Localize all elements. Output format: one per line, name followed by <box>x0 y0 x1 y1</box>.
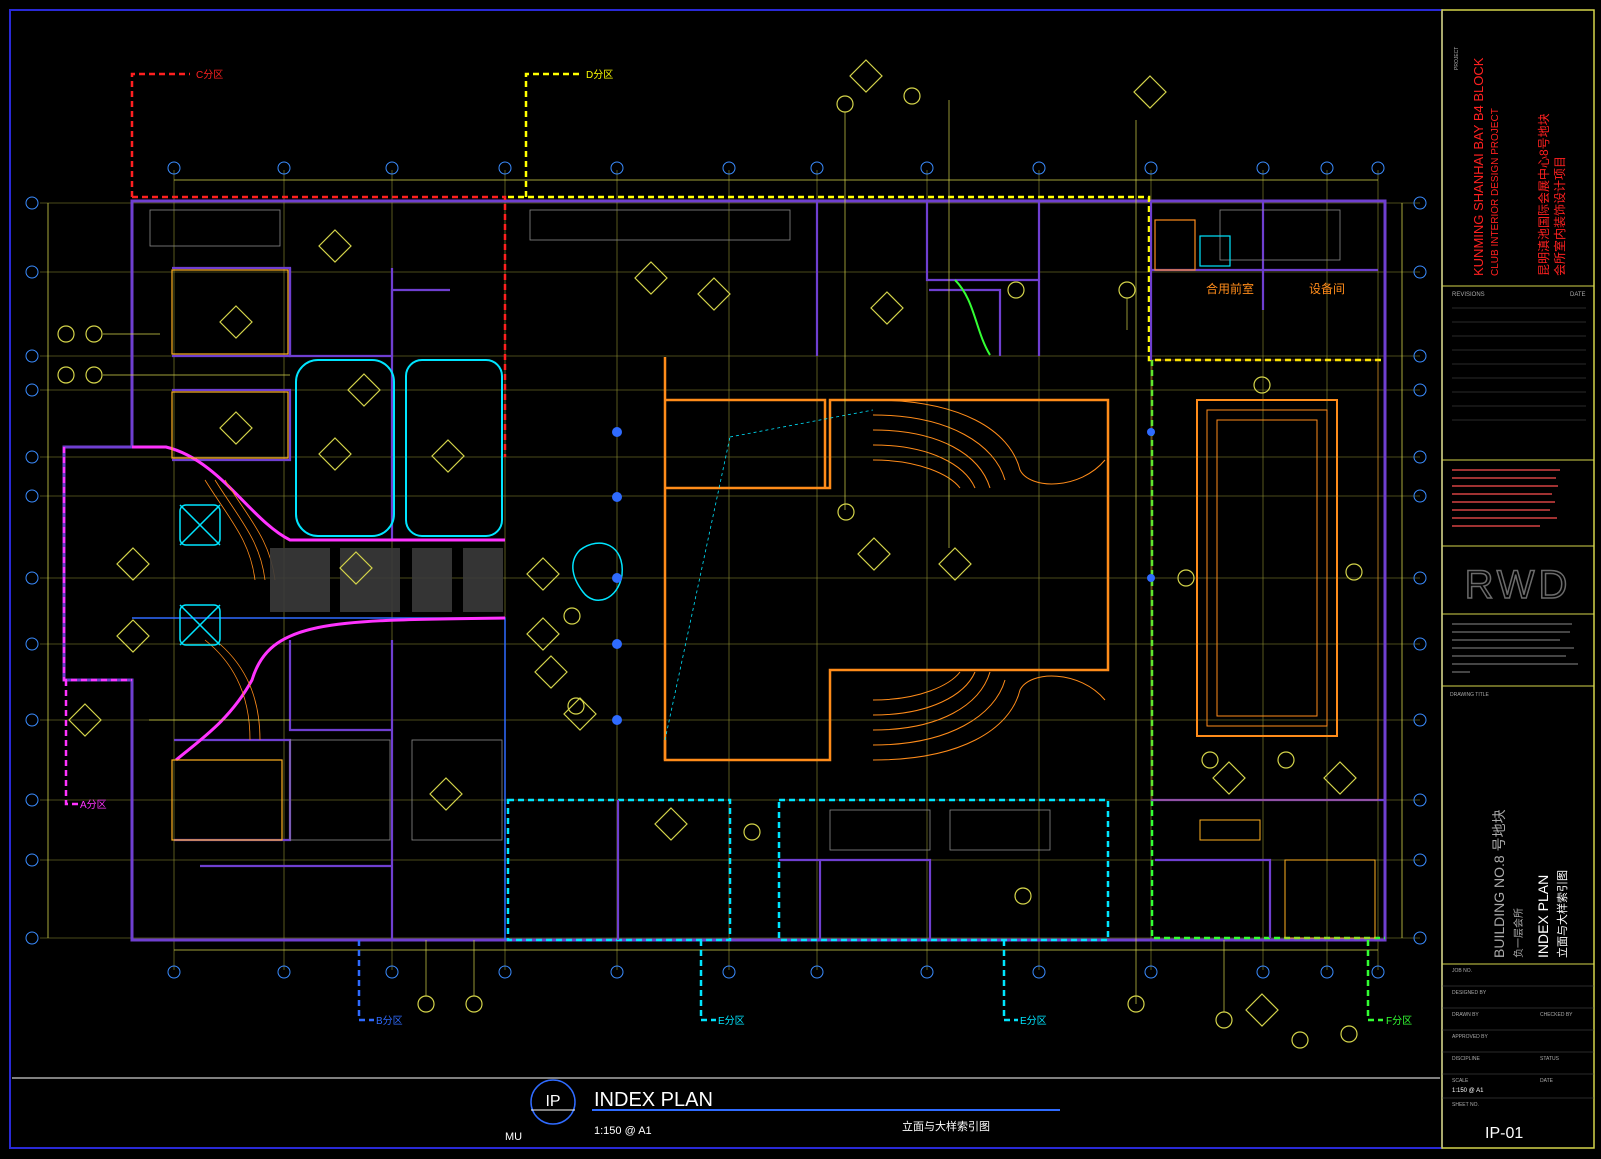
tb-drawing-title: DRAWING TITLE <box>1450 692 1490 698</box>
curved-feature-wall <box>954 279 991 356</box>
zone-d-boundary <box>508 195 1385 362</box>
title-symbol-sub: MU <box>505 1131 522 1143</box>
right-wing-boundary <box>1151 359 1379 801</box>
zone-c-boundary <box>132 195 507 457</box>
pool <box>1196 399 1338 737</box>
stair-core <box>1154 219 1196 271</box>
zone-e-boundary-right <box>777 798 1110 942</box>
zone-label-c: C分区 <box>196 69 223 81</box>
tb-discipline: DISCIPLINE <box>1452 1056 1480 1062</box>
grid-bubbles <box>25 161 1427 979</box>
zone-label-e1: E分区 <box>718 1015 745 1027</box>
tb-date: DATE <box>1570 292 1586 298</box>
zone-f-boundary <box>1150 360 1385 940</box>
tb-project-en-2: CLUB INTERIOR DESIGN PROJECT <box>1490 108 1501 276</box>
room-label-equipment-room: 设备间 <box>1309 282 1345 296</box>
zone-e2-leader <box>1002 940 1018 1022</box>
tb-sheet-no: SHEET NO. <box>1452 1102 1479 1108</box>
tb-date-label: DATE <box>1540 1078 1554 1084</box>
tb-index-plan-cn: 立面与大样索引图 <box>1555 870 1569 958</box>
tb-index-plan: INDEX PLAN <box>1535 875 1551 958</box>
title-symbol-circle <box>530 1079 576 1125</box>
drawing-scale: 1:150 @ A1 <box>594 1125 652 1137</box>
titleblock-border <box>1441 9 1595 1149</box>
magenta-curves <box>132 445 506 762</box>
tb-designed-by: DESIGNED BY <box>1452 990 1487 996</box>
zone-b-boundary <box>132 617 506 940</box>
zone-label-f: F分区 <box>1386 1015 1412 1027</box>
tb-project-label: PROJECT <box>1454 47 1460 70</box>
zone-a-leader <box>64 680 78 806</box>
furniture-blocks <box>270 548 503 612</box>
zone-boundaries <box>62 72 1385 1022</box>
tb-checked-by: CHECKED BY <box>1540 1012 1573 1018</box>
tb-drawn-by: DRAWN BY <box>1452 1012 1479 1018</box>
tb-approved-by: APPROVED BY <box>1452 1034 1489 1040</box>
zone-f-leader <box>1366 940 1383 1022</box>
left-elevators <box>179 504 221 646</box>
tb-job-no: JOB NO. <box>1452 968 1472 974</box>
dimension-lines <box>47 179 1403 951</box>
left-lounges <box>295 359 503 537</box>
tb-notes <box>1452 469 1560 527</box>
index-leaders <box>103 100 1225 1012</box>
zone-d-leader <box>524 72 580 197</box>
toilet-block <box>1284 859 1376 939</box>
toilet-block-2 <box>1199 819 1261 841</box>
title-block: PROJECT KUNMING SHANHAI BAY B4 BLOCK CLU… <box>1442 47 1594 1142</box>
zone-c-leader <box>130 72 190 197</box>
atrium-diagonal-2 <box>729 409 874 438</box>
drawing-title-cn: 立面与大样索引图 <box>902 1119 990 1133</box>
tb-building-cn: 负一层会所 <box>1512 908 1525 958</box>
office-desks <box>171 269 289 841</box>
oval-feature <box>572 542 623 602</box>
tb-project-cn-1: 昆明滇池国际会展中心8号地块 <box>1536 113 1551 276</box>
tb-sheet-number: IP-01 <box>1485 1125 1523 1142</box>
title-symbol-code: IP <box>545 1093 560 1110</box>
zone-b-leader <box>357 940 374 1022</box>
tb-logo: RWD <box>1465 563 1572 607</box>
tb-address <box>1452 623 1578 673</box>
index-symbols <box>57 59 1363 1049</box>
drawing-title: INDEX PLAN <box>594 1089 713 1111</box>
tb-project-cn-2: 会所室内装饰设计项目 <box>1552 156 1567 276</box>
tb-scale-value: 1:150 @ A1 <box>1452 1088 1484 1094</box>
columns <box>612 427 1155 725</box>
tb-project-en-1: KUNMING SHANHAI BAY B4 BLOCK <box>1471 57 1486 276</box>
tb-scale-label: SCALE <box>1452 1078 1469 1084</box>
atrium-diagonal <box>664 436 731 741</box>
elevator-core <box>1199 235 1231 267</box>
floor-plan <box>25 72 1427 1022</box>
tb-building-en: BUILDING NO.8 号地块 <box>1491 809 1507 958</box>
zone-label-e2: E分区 <box>1020 1015 1047 1027</box>
zone-label-b: B分区 <box>376 1015 403 1027</box>
grand-stairs <box>872 399 1106 761</box>
room-label-front-room: 合用前室 <box>1206 281 1254 296</box>
zone-e1-leader <box>699 940 716 1022</box>
zone-e-boundary-left <box>506 798 732 942</box>
zone-label-d: D分区 <box>586 69 613 81</box>
zone-a-boundary <box>62 447 132 682</box>
misc-furniture <box>149 209 1341 851</box>
zone-label-a: A分区 <box>80 799 107 811</box>
tb-status: STATUS <box>1540 1056 1560 1062</box>
tb-revisions: REVISIONS <box>1452 292 1485 298</box>
central-atrium <box>663 357 1110 762</box>
